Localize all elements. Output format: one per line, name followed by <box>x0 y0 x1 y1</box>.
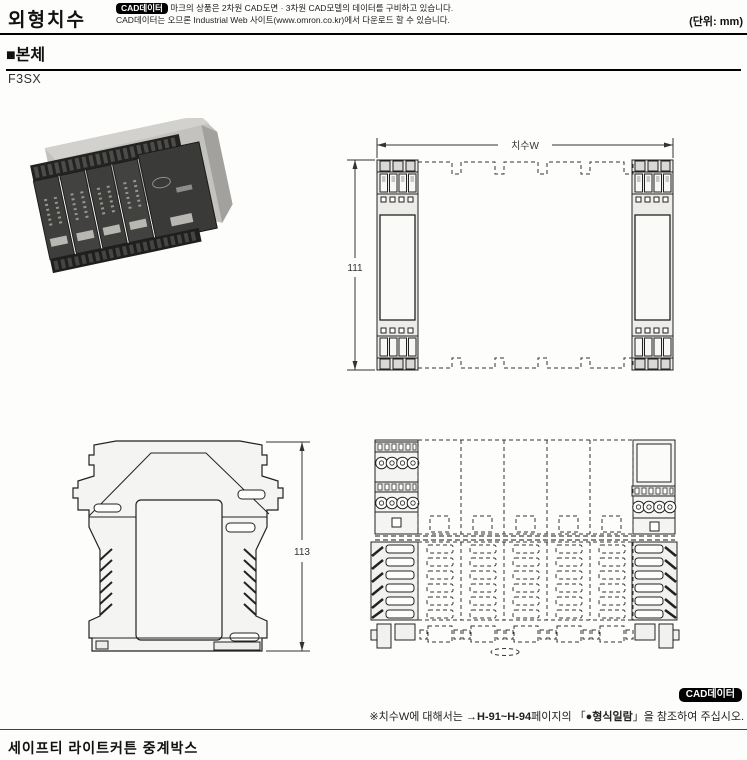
front-height-dimension <box>347 159 375 371</box>
side-slots <box>93 489 266 642</box>
cad-note-line1: 마크의 상품은 2차원 CAD도면 · 3차원 CAD모델의 데이터를 구비하고… <box>167 3 454 13</box>
page-title: 외형치수 <box>8 10 86 31</box>
dimension-footnote: ※치수W에 대해서는 →H-91~H-94페이지의 「●형식일람」을 참조하여 … <box>369 711 744 723</box>
front-dashed-top <box>418 161 634 175</box>
model-name: F3SX <box>8 72 42 86</box>
bottom-dashed-modules <box>375 439 675 656</box>
section-title: ■본체 <box>6 41 741 71</box>
cad-data-badge-bottom: CAD데이터 <box>678 688 742 706</box>
footnote-page-range: →H-91~H-94 <box>465 711 532 723</box>
front-left-module <box>376 159 419 371</box>
bottom-view-drawing <box>370 439 680 656</box>
bottom-right-module <box>631 439 680 649</box>
page-header: 외형치수 CAD데이터 마크의 상품은 2차원 CAD도면 · 3차원 CAD모… <box>0 0 747 35</box>
side-height-label: 113 <box>294 547 310 558</box>
side-panel <box>135 499 223 641</box>
front-right-module <box>631 159 674 371</box>
side-height-dimension <box>266 441 310 652</box>
product-photo <box>30 118 233 274</box>
side-hatching <box>99 548 257 616</box>
width-dimension-label: 치수W <box>511 140 539 152</box>
side-view-drawing: 113 <box>72 440 310 652</box>
page-footer-title: 세이프티 라이트커튼 중계박스 <box>8 740 199 756</box>
side-ridge <box>88 452 270 517</box>
unit-label: (단위: mm) <box>689 16 743 28</box>
cad-note-line2: CAD데이터는 오므론 Industrial Web 사이트(www.omron… <box>116 14 450 25</box>
device-body <box>30 118 233 274</box>
cad-data-badge: CAD데이터 <box>116 3 168 14</box>
front-height-label: 111 <box>347 263 363 274</box>
din-rail-clip <box>213 641 261 651</box>
bottom-left-module <box>370 439 420 649</box>
width-dimension <box>376 138 674 158</box>
front-dashed-bottom <box>418 357 634 369</box>
footer-divider <box>0 729 747 730</box>
front-view-drawing: 치수W 111 <box>347 138 674 371</box>
cad-note: CAD데이터 마크의 상품은 2차원 CAD도면 · 3차원 CAD모델의 데이… <box>116 3 453 26</box>
footnote-list-name: ●형식일람 <box>585 711 633 723</box>
